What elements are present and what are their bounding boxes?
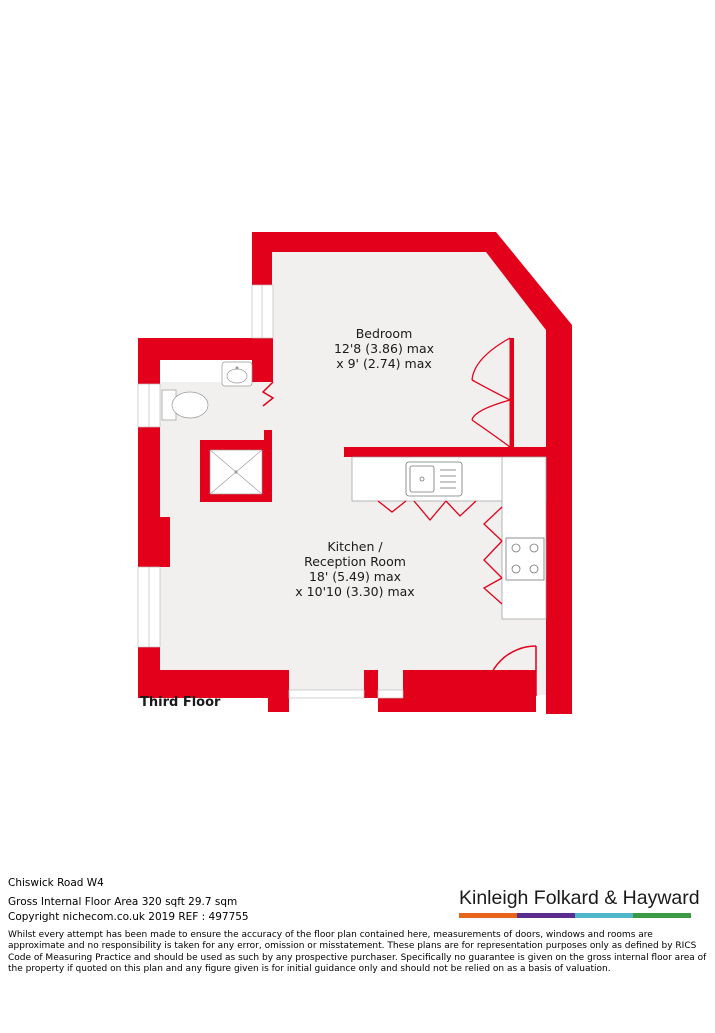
brand-stripe-segment (459, 913, 517, 918)
entrance-door (485, 645, 537, 697)
brand-stripe-segment (517, 913, 575, 918)
bedroom-name: Bedroom (356, 326, 413, 341)
bedroom-dim-2: x 9' (2.74) max (336, 356, 432, 371)
floor-label: Third Floor (140, 695, 221, 710)
kitchen-name-1: Kitchen / (327, 539, 383, 554)
bathroom-door (261, 381, 275, 407)
copyright: Copyright nichecom.co.uk 2019 REF : 4977… (8, 911, 249, 923)
walls (138, 232, 572, 714)
footer-info: Chiswick Road W4 Gross Internal Floor Ar… (8, 876, 708, 925)
wardrobe-doors (471, 337, 511, 448)
bedroom-dim-1: 12'8 (3.86) max (334, 341, 434, 356)
windows (137, 284, 404, 699)
kitchen-name-2: Reception Room (304, 554, 406, 569)
disclaimer: Whilst every attempt has been made to en… (8, 930, 707, 974)
basin (221, 361, 253, 387)
brand-stripe (459, 913, 691, 918)
brand-stripe-segment (633, 913, 691, 918)
shower (200, 440, 272, 502)
kitchen-sink (405, 461, 463, 497)
kitchen-cupboard-doors (377, 500, 503, 605)
toilet (161, 389, 209, 421)
kitchen-dim-2: x 10'10 (3.30) max (295, 584, 414, 599)
floor-plan: Bedroom 12'8 (3.86) max x 9' (2.74) max … (137, 232, 572, 714)
floor-area-text: Gross Internal Floor Area 320 sqft 29.7 … (8, 896, 238, 908)
brand-name: Kinleigh Folkard & Hayward (459, 887, 700, 909)
brand-stripe-segment (575, 913, 633, 918)
kitchen-dim-1: 18' (5.49) max (309, 569, 401, 584)
address: Chiswick Road W4 (8, 877, 104, 889)
hob (505, 537, 545, 581)
brand-logo: Kinleigh Folkard & Hayward (459, 887, 700, 918)
